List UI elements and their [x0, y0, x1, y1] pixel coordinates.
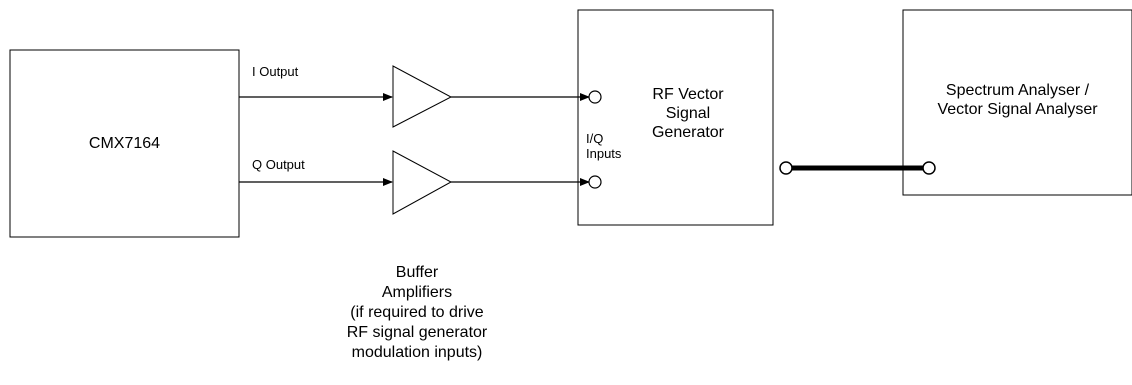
iq-inputs-line-1: I/Q	[586, 131, 604, 146]
q-buffer-amplifier	[392, 150, 453, 215]
cmx7164-label: CMX7164	[88, 135, 161, 152]
buffer-note-line-3: (if required to drive	[350, 304, 484, 321]
analyser-label: Spectrum Analyser / Vector Signal Analys…	[903, 81, 1132, 119]
analyser-block	[902, 9, 1132, 196]
q-input-port	[588, 175, 602, 189]
i-buffer-amplifier	[392, 65, 453, 128]
i-output-label: I Output	[252, 64, 299, 79]
buffer-note-line-2: Amplifiers	[381, 284, 453, 301]
analyser-line-2: Vector Signal Analyser	[937, 101, 1098, 118]
iq-inputs-line-2: Inputs	[586, 146, 622, 161]
rf-generator-line-3: Generator	[651, 124, 725, 141]
buffer-note-line-4: RF signal generator	[346, 324, 488, 341]
buffer-note-line-5: modulation inputs)	[351, 344, 483, 361]
rf-generator-block	[577, 9, 774, 226]
rf-generator-line-2: Signal	[665, 105, 711, 122]
buffer-note-line-1: Buffer	[395, 264, 439, 281]
rf-generator-label: RF Vector Signal Generator	[608, 85, 768, 142]
i-input-port	[588, 90, 602, 104]
generator-rf-output-port	[779, 161, 793, 175]
cmx7164-block	[9, 49, 240, 238]
analyser-line-1: Spectrum Analyser /	[945, 82, 1090, 99]
analyser-rf-input-port	[922, 161, 936, 175]
iq-inputs-label: I/Q Inputs	[586, 131, 621, 161]
q-output-label: Q Output	[252, 157, 305, 172]
rf-generator-line-1: RF Vector	[652, 86, 724, 103]
buffer-amplifiers-note: Buffer Amplifiers (if required to drive …	[317, 263, 517, 363]
